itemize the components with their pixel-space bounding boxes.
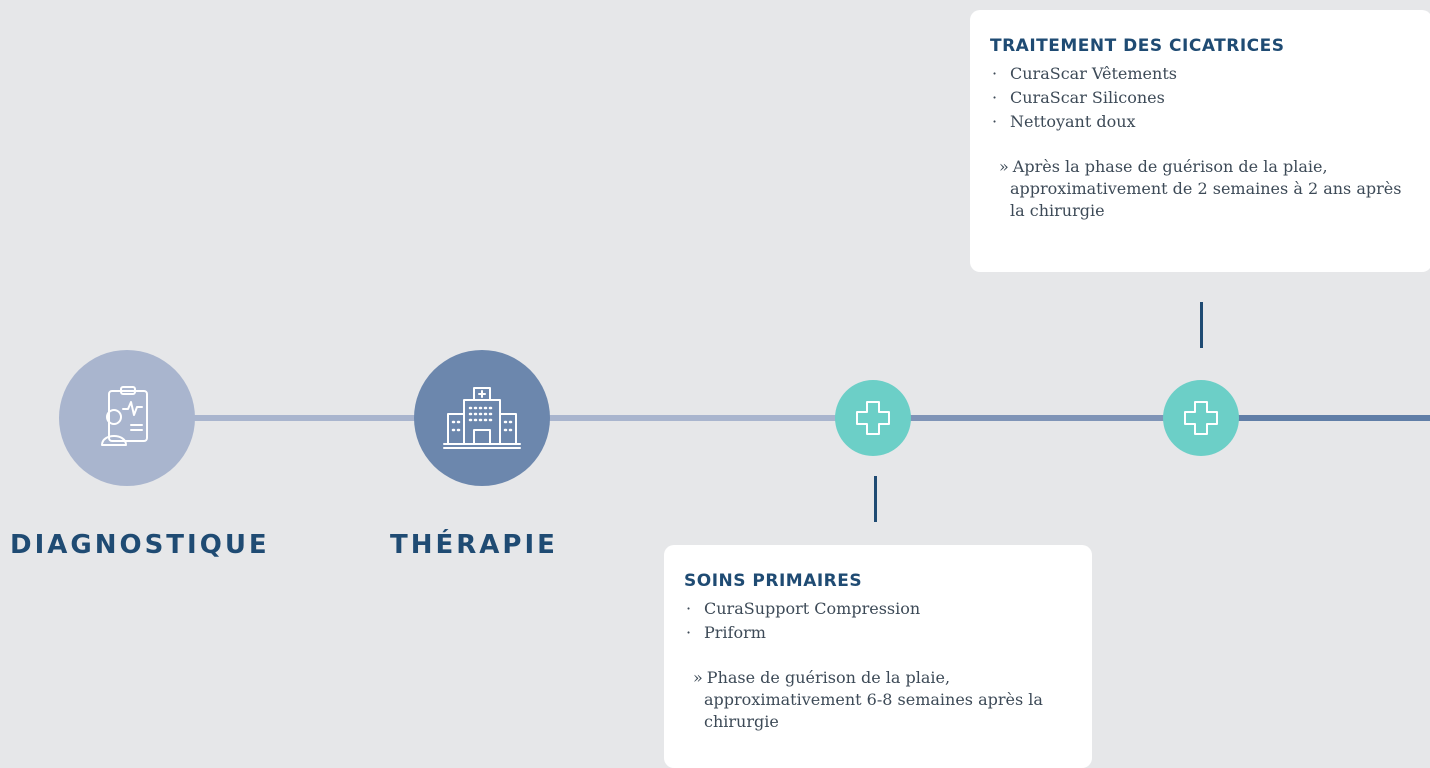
product-list: CuraSupport Compression Priform bbox=[684, 597, 1072, 645]
list-item: Priform bbox=[684, 621, 1072, 645]
step-card-traitement-cicatrices: TRAITEMENT DES CICATRICES CuraScar Vêtem… bbox=[970, 10, 1430, 272]
product-list: CuraScar Vêtements CuraScar Silicones Ne… bbox=[990, 62, 1412, 134]
list-item: CuraScar Vêtements bbox=[990, 62, 1412, 86]
hospital-icon bbox=[443, 387, 521, 449]
step-traitement-cicatrices-circle bbox=[1163, 380, 1239, 456]
step-soins-primaires-circle bbox=[835, 380, 911, 456]
note-marker: » bbox=[693, 668, 703, 687]
note-text: Après la phase de guérison de la plaie, … bbox=[1010, 157, 1402, 220]
stage-label-therapie: THÉRAPIE bbox=[390, 530, 558, 560]
list-item: CuraSupport Compression bbox=[684, 597, 1072, 621]
note-marker: » bbox=[999, 157, 1009, 176]
timeline-segment bbox=[905, 415, 1170, 421]
stage-label-diagnostique: DIAGNOSTIQUE bbox=[10, 530, 270, 560]
list-item: CuraScar Silicones bbox=[990, 86, 1412, 110]
timeline-segment bbox=[1232, 415, 1430, 421]
clipboard-doctor-icon bbox=[101, 386, 148, 446]
list-item: Nettoyant doux bbox=[990, 110, 1412, 134]
card-title: TRAITEMENT DES CICATRICES bbox=[990, 36, 1285, 56]
medical-cross-icon bbox=[1184, 401, 1218, 435]
stage-therapie-circle bbox=[414, 350, 550, 486]
card-note: »Phase de guérison de la plaie, approxim… bbox=[684, 667, 1072, 733]
note-text: Phase de guérison de la plaie, approxima… bbox=[704, 668, 1043, 731]
step-card-soins-primaires: SOINS PRIMAIRES CuraSupport Compression … bbox=[664, 545, 1092, 768]
timeline-segment bbox=[190, 415, 420, 421]
connector-line bbox=[1200, 302, 1203, 348]
connector-line bbox=[874, 476, 877, 522]
medical-cross-icon bbox=[856, 401, 890, 435]
timeline-segment bbox=[545, 415, 845, 421]
card-note: »Après la phase de guérison de la plaie,… bbox=[990, 156, 1412, 222]
card-title: SOINS PRIMAIRES bbox=[684, 571, 863, 591]
stage-diagnostique-circle bbox=[59, 350, 195, 486]
